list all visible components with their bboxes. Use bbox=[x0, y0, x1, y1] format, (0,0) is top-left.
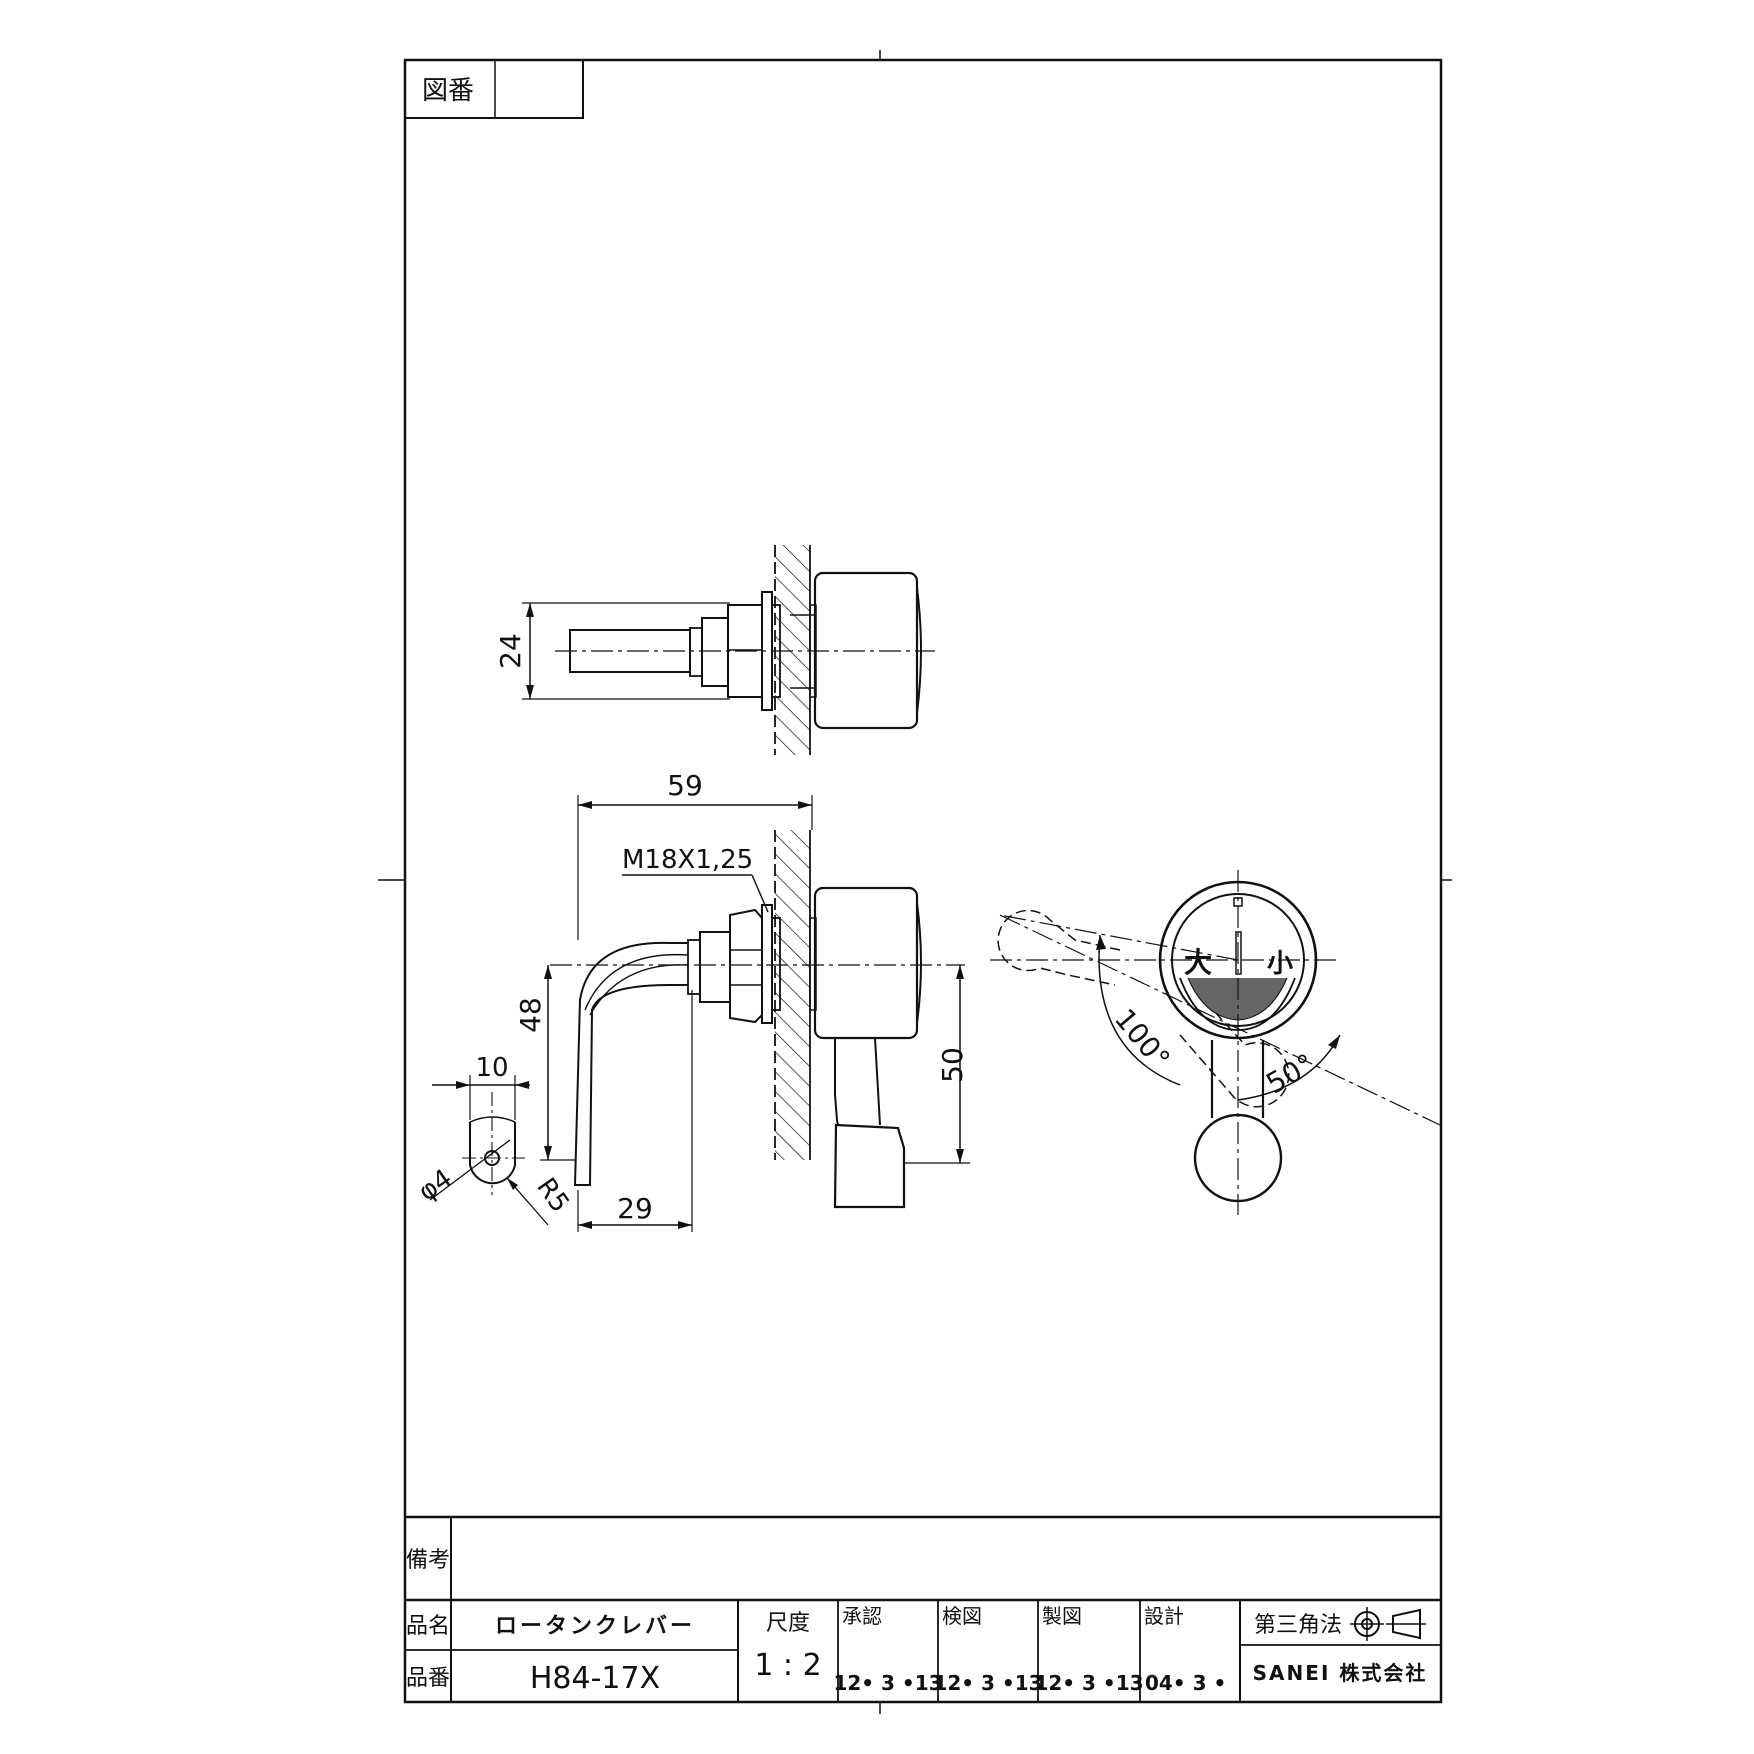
draft-date: 12• 3 •13 bbox=[1034, 1671, 1143, 1695]
title-block: 備考 品名 ロータンクレバー 品番 H84-17X 尺度 1 : 2 承認 12… bbox=[405, 1515, 1441, 1702]
drawing-no-label: 図番 bbox=[422, 76, 474, 106]
knob-mark-large: 大 bbox=[1184, 946, 1212, 979]
dim-10: 10 bbox=[475, 1053, 508, 1083]
projection-label: 第三角法 bbox=[1254, 1613, 1342, 1638]
dim-r5: R5 bbox=[530, 1173, 574, 1219]
product-no-label: 品番 bbox=[406, 1666, 450, 1691]
dim-59: 59 bbox=[667, 769, 703, 802]
dim-50: 50 bbox=[936, 1047, 969, 1083]
side-view: 59 M18X1,25 48 50 29 bbox=[514, 769, 970, 1232]
sheet-frame bbox=[378, 50, 1452, 1714]
company-name: SANEI 株式会社 bbox=[1253, 1661, 1428, 1685]
angle-100: 100° bbox=[1108, 1002, 1177, 1075]
product-name-label: 品名 bbox=[406, 1614, 450, 1639]
top-view: 24 bbox=[494, 545, 935, 755]
knob-mark-small: 小 bbox=[1267, 949, 1293, 979]
check-date: 12• 3 •13 bbox=[933, 1671, 1042, 1695]
scale-label: 尺度 bbox=[766, 1611, 810, 1636]
dim-29: 29 bbox=[617, 1192, 653, 1225]
product-name: ロータンクレバー bbox=[495, 1614, 695, 1639]
design-date: 04• 3 • bbox=[1145, 1671, 1226, 1695]
front-view: 大 小 100° 50° bbox=[990, 870, 1441, 1215]
thread-spec: M18X1,25 bbox=[622, 845, 753, 875]
approval-date: 12• 3 •13 bbox=[833, 1671, 942, 1695]
design-label: 設計 bbox=[1144, 1604, 1184, 1628]
remarks-label: 備考 bbox=[406, 1548, 450, 1573]
draft-label: 製図 bbox=[1042, 1604, 1082, 1628]
scale-value: 1 : 2 bbox=[754, 1648, 821, 1683]
dim-24: 24 bbox=[494, 633, 527, 669]
third-angle-projection-icon bbox=[1350, 1607, 1426, 1641]
approval-label: 承認 bbox=[842, 1604, 882, 1628]
check-label: 検図 bbox=[942, 1604, 982, 1628]
product-no: H84-17X bbox=[530, 1661, 660, 1696]
dim-48: 48 bbox=[514, 997, 547, 1033]
drawing-number-box: 図番 bbox=[404, 59, 584, 119]
dim-phi4: φ4 bbox=[413, 1163, 458, 1207]
tip-detail: 10 φ4 R5 bbox=[413, 1053, 575, 1226]
